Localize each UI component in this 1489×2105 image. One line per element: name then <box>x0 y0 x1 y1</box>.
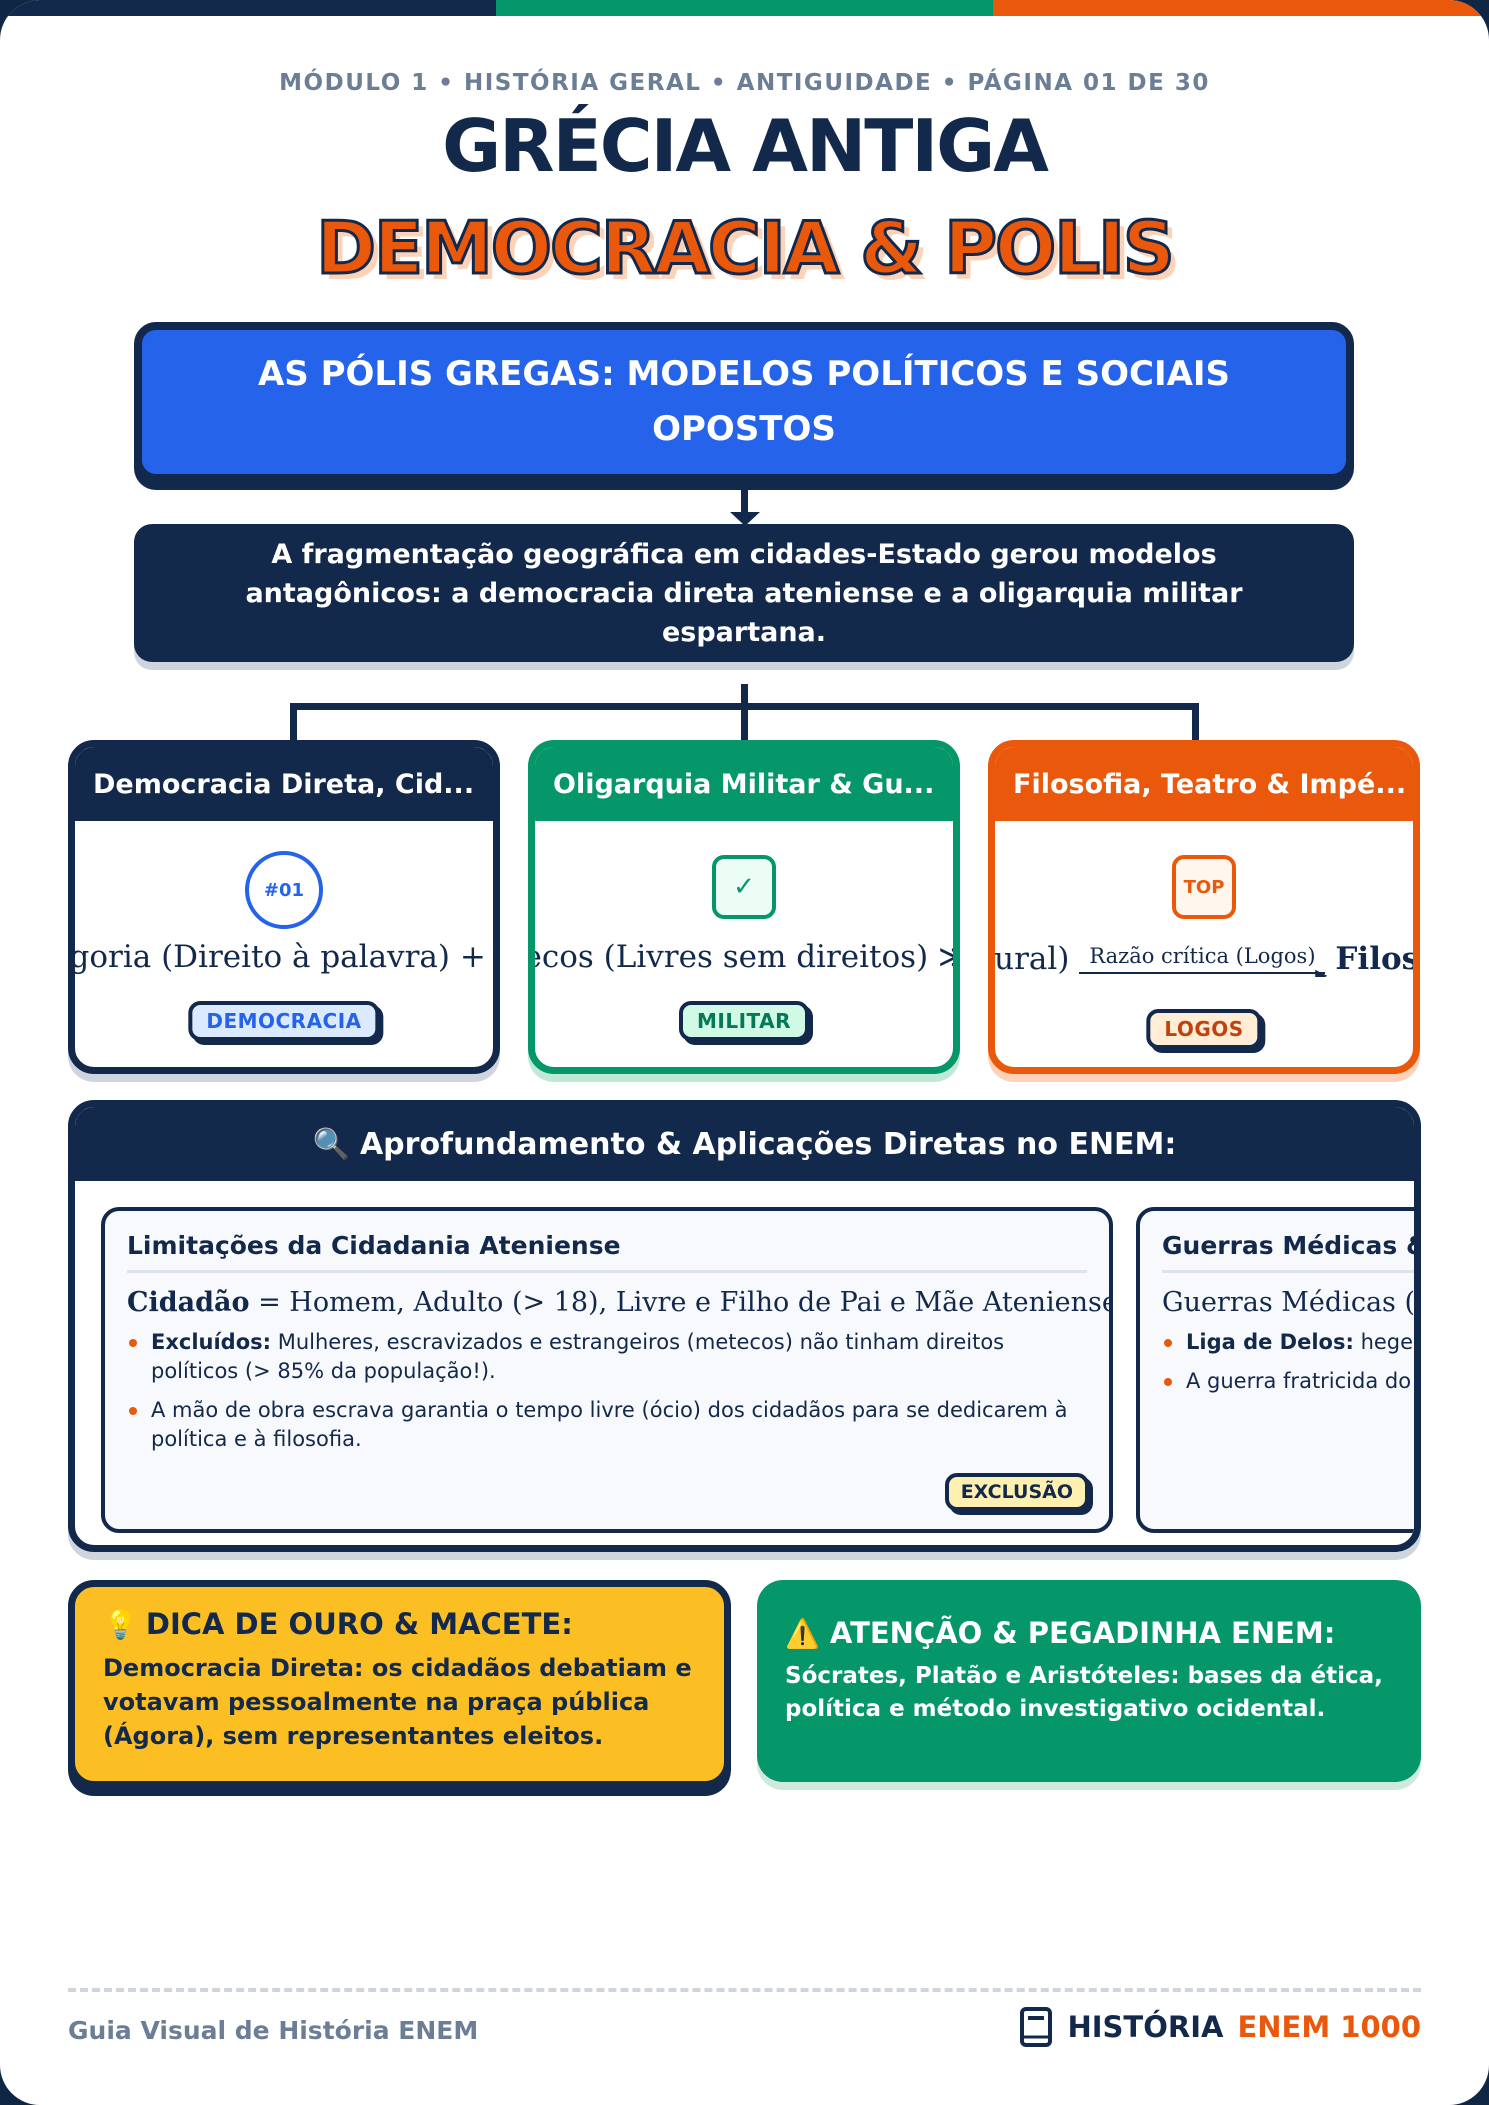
book-icon <box>1020 2007 1053 2047</box>
brand-historia: HISTÓRIA <box>1067 2010 1224 2044</box>
brand-enem: ENEM 1000 <box>1237 2010 1421 2044</box>
list-item: A guerra fratricida do Peloponeso <box>1162 1367 1414 1396</box>
card-filosofia: Filosofia, Teatro & Impé... TOP Mito (So… <box>988 740 1420 1074</box>
footer-divider <box>68 1988 1421 1992</box>
top-color-bar <box>0 0 1489 16</box>
connector-left <box>290 703 297 743</box>
page-subtitle: DEMOCRACIA & POLIS <box>315 205 1177 292</box>
check-icon: ✓ <box>712 855 776 919</box>
tag-militar: MILITAR <box>679 1001 809 1041</box>
list-item: Liga de Delos: hegemonia ateniense <box>1162 1328 1414 1357</box>
deep-dive-header: 🔍 Aprofundamento & Aplicações Diretas no… <box>75 1107 1414 1181</box>
main-topic-text: AS PÓLIS GREGAS: MODELOS POLÍTICOS E SOC… <box>257 354 1231 449</box>
list-item: Excluídos: Mulheres, escravizados e estr… <box>127 1328 1087 1386</box>
tag-exclusao: EXCLUSÃO <box>944 1473 1089 1511</box>
panel-bullets: Excluídos: Mulheres, escravizados e estr… <box>127 1328 1087 1454</box>
number-badge-icon: #01 <box>245 851 323 929</box>
card-formula: Isegoria (Direito à palavra) + Isonomia <box>75 939 493 975</box>
tag-logos: LOGOS <box>1146 1009 1262 1049</box>
tip-title: DICA DE OURO & MACETE: <box>145 1607 573 1641</box>
panel-title: Guerras Médicas & Guerra do Peloponeso <box>1162 1231 1414 1273</box>
connector-right <box>1192 703 1199 743</box>
deep-dive-section: 🔍 Aprofundamento & Aplicações Diretas no… <box>68 1100 1421 1552</box>
card-formula: Periecos (Livres sem direitos) ≫ Hilotas <box>535 939 953 975</box>
card-formula: Mito (Sobrenatural) Razão crítica (Logos… <box>995 941 1413 977</box>
card-header: Democracia Direta, Cid... <box>75 747 493 821</box>
panel-title: Limitações da Cidadania Ateniense <box>127 1231 1087 1273</box>
top-badge-icon: TOP <box>1172 855 1236 919</box>
flow-arrow-head <box>730 512 760 526</box>
flow-arrow-line <box>741 486 748 516</box>
summary-box: A fragmentação geográfica em cidades-Est… <box>134 524 1354 662</box>
formula-right: Filosofia <box>1335 941 1413 977</box>
list-item: A mão de obra escrava garantia o tempo l… <box>127 1396 1087 1454</box>
module-kicker: MÓDULO 1 • HISTÓRIA GERAL • ANTIGUIDADE … <box>279 70 1210 96</box>
tip-box: 💡 DICA DE OURO & MACETE: Democracia Dire… <box>68 1580 731 1788</box>
connector-stem <box>741 684 748 742</box>
tag-democracia: DEMOCRACIA <box>188 1001 380 1041</box>
footer-brand: HISTÓRIA ENEM 1000 <box>1019 2006 1421 2048</box>
panel-cidadania: Limitações da Cidadania Ateniense Cidadã… <box>101 1207 1113 1533</box>
card-title: Democracia Direta, Cid... <box>93 768 475 800</box>
card-oligarquia: Oligarquia Militar & Gu... ✓ Periecos (L… <box>528 740 960 1074</box>
card-title: Oligarquia Militar & Gu... <box>553 768 935 800</box>
lightbulb-icon: 💡 <box>103 1607 138 1641</box>
warning-text: Sócrates, Platão e Aristóteles: bases da… <box>785 1663 1383 1722</box>
warning-box: ⚠️ ATENÇÃO & PEGADINHA ENEM: Sócrates, P… <box>757 1580 1421 1782</box>
warning-icon: ⚠️ <box>785 1616 820 1650</box>
panel-guerras: Guerras Médicas & Guerra do Peloponeso G… <box>1136 1207 1416 1533</box>
panel-formula: Guerras Médicas (Gregos × Persas) <box>1162 1287 1416 1318</box>
tip-text: Democracia Direta: os cidadãos debatiam … <box>103 1654 692 1750</box>
warning-title: ATENÇÃO & PEGADINHA ENEM: <box>829 1616 1336 1650</box>
deep-dive-title: Aprofundamento & Aplicações Diretas no E… <box>359 1126 1177 1162</box>
magnifier-icon: 🔍 <box>312 1126 350 1162</box>
formula-left: Mito (Sobrenatural) <box>995 941 1070 977</box>
connector-horizontal <box>290 703 1199 710</box>
card-democracia: Democracia Direta, Cid... #01 Isegoria (… <box>68 740 500 1074</box>
footer-guide-name: Guia Visual de História ENEM <box>68 2016 479 2045</box>
formula-arrow: Razão crítica (Logos) ▶ <box>1079 944 1327 977</box>
panel-bullets: Liga de Delos: hegemonia ateniense A gue… <box>1162 1328 1414 1396</box>
page-title: GRÉCIA ANTIGA <box>442 104 1049 188</box>
card-title: Filosofia, Teatro & Impé... <box>1013 768 1407 800</box>
panel-formula: Cidadão = Homem, Adulto (> 18), Livre e … <box>127 1287 1113 1318</box>
card-header: Oligarquia Militar & Gu... <box>535 747 953 821</box>
main-topic-box: AS PÓLIS GREGAS: MODELOS POLÍTICOS E SOC… <box>134 322 1354 482</box>
card-header: Filosofia, Teatro & Impé... <box>995 747 1413 821</box>
summary-text: A fragmentação geográfica em cidades-Est… <box>245 538 1243 648</box>
